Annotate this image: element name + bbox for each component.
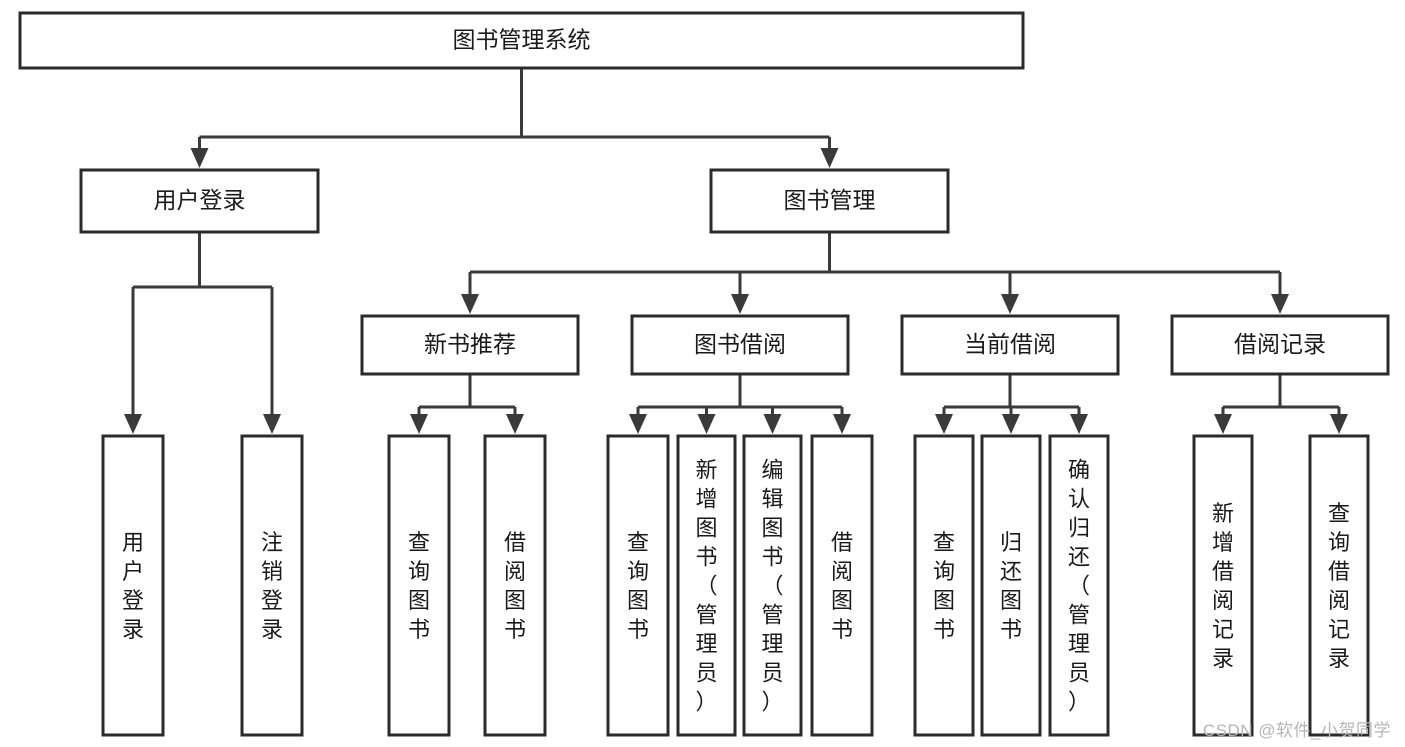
node-n-borrow[interactable]: 图书借阅 [630,314,850,376]
arrowhead-icon [1271,294,1289,314]
node-l-rec-query[interactable]: 查询借阅记录 [1308,434,1370,737]
arrowhead-icon [935,414,953,434]
connector-e-newbook-split [410,374,524,434]
node-box[interactable] [483,434,547,737]
node-l-bb-borrow[interactable]: 借阅图书 [810,434,874,737]
node-l-bb-query[interactable]: 查询图书 [606,434,670,737]
csdn-watermark: CSDN @软件_小贺同学 [1202,721,1391,740]
node-box[interactable] [1170,314,1390,376]
connector-e-current-split [935,374,1088,434]
node-l-cur-query[interactable]: 查询图书 [913,434,975,737]
node-label: 用户登录 [154,187,246,213]
connector-e-bookmgr-split [461,232,1289,314]
node-l-user-login[interactable]: 用户登录 [101,434,165,737]
node-box[interactable] [630,314,850,376]
arrowhead-icon [697,414,716,434]
arrowhead-icon [506,414,524,434]
node-label: 借阅图书 [831,530,853,642]
arrowhead-icon [263,414,281,434]
arrowhead-icon [124,414,142,434]
connector-e-login-split [124,232,281,434]
node-box[interactable] [676,434,737,737]
node-box[interactable] [913,434,975,737]
node-label: 归还图书 [1000,530,1022,642]
node-label: 图书管理 [784,187,876,213]
node-label: 新增借阅记录 [1212,501,1234,671]
arrowhead-icon [731,294,749,314]
node-label: 查询图书 [933,530,955,642]
node-n-login[interactable]: 用户登录 [79,168,320,234]
arrowhead-icon [629,414,647,434]
node-l-new-query[interactable]: 查询图书 [387,434,451,737]
node-l-user-logout[interactable]: 注销登录 [240,434,304,737]
arrowhead-icon [763,414,782,434]
node-n-current[interactable]: 当前借阅 [900,314,1120,376]
node-l-bb-add[interactable]: 新增图书（管理员） [676,434,737,737]
node-label: 确认归还（管理员） [1068,457,1090,714]
node-label: 当前借阅 [964,331,1056,357]
node-n-newbook[interactable]: 新书推荐 [360,314,580,376]
arrowhead-icon [833,414,851,434]
node-box[interactable] [980,434,1042,737]
arrowhead-icon [1070,414,1088,434]
arrowhead-icon [1001,294,1019,314]
node-box[interactable] [709,168,950,234]
connector-e-root-split [190,68,839,168]
node-box[interactable] [606,434,670,737]
arrowhead-icon [1330,414,1348,434]
node-box[interactable] [240,434,304,737]
node-box[interactable] [387,434,451,737]
node-label: 用户登录 [122,530,144,642]
arrowhead-icon [1214,414,1232,434]
node-label: 新书推荐 [424,331,516,357]
node-box[interactable] [742,434,803,737]
node-l-new-borrow[interactable]: 借阅图书 [483,434,547,737]
node-box[interactable] [900,314,1120,376]
arrowhead-icon [190,148,209,168]
arrowhead-icon [461,294,479,314]
arrowhead-icon [820,148,839,168]
node-label: 查询借阅记录 [1328,501,1350,671]
node-label: 查询图书 [627,530,649,642]
node-box[interactable] [1308,434,1370,737]
node-box[interactable] [18,11,1025,70]
node-box[interactable] [1192,434,1254,737]
node-n-records[interactable]: 借阅记录 [1170,314,1390,376]
node-box[interactable] [79,168,320,234]
node-l-rec-add[interactable]: 新增借阅记录 [1192,434,1254,737]
node-layer: 图书管理系统用户登录图书管理新书推荐图书借阅当前借阅借阅记录用户登录注销登录查询… [18,11,1390,737]
node-label: 借阅记录 [1234,331,1326,357]
node-l-bb-edit[interactable]: 编辑图书（管理员） [742,434,803,737]
node-box[interactable] [1048,434,1110,737]
node-label: 图书管理系统 [453,27,591,53]
node-label: 图书借阅 [694,331,786,357]
connector-e-borrow-split [629,374,851,434]
node-n-bookmgr[interactable]: 图书管理 [709,168,950,234]
node-box[interactable] [810,434,874,737]
node-label: 编辑图书（管理员） [761,457,783,714]
node-l-cur-confirm[interactable]: 确认归还（管理员） [1048,434,1110,737]
node-l-cur-return[interactable]: 归还图书 [980,434,1042,737]
arrowhead-icon [1002,414,1020,434]
node-root[interactable]: 图书管理系统 [18,11,1025,70]
node-box[interactable] [101,434,165,737]
connector-e-records-split [1214,374,1348,434]
node-label: 查询图书 [408,530,430,642]
node-box[interactable] [360,314,580,376]
node-label: 借阅图书 [504,530,526,642]
node-label: 注销登录 [261,530,283,642]
arrowhead-icon [410,414,428,434]
edge-layer [124,68,1348,434]
node-label: 新增图书（管理员） [695,457,717,714]
